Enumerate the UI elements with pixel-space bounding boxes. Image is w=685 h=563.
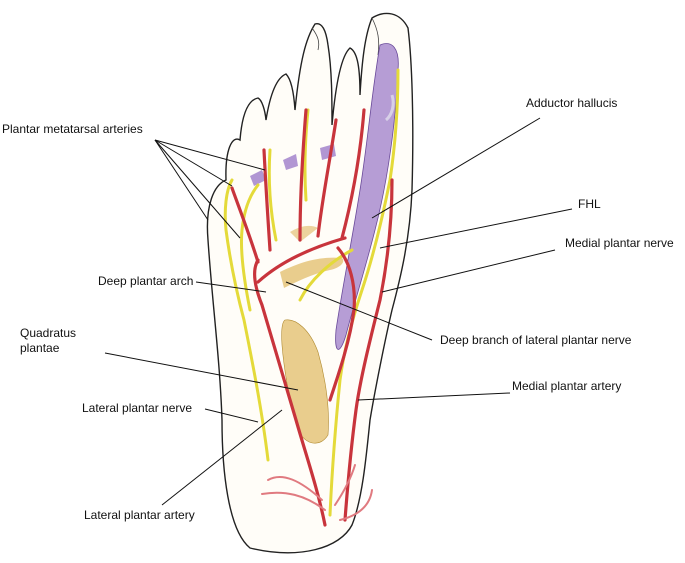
- purple-slip: [283, 154, 298, 170]
- tan-slip: [290, 225, 318, 242]
- toe-line: [311, 27, 320, 51]
- label-plantar-metatarsal-arteries: Plantar metatarsal arteries: [2, 122, 143, 136]
- arteries: [230, 108, 394, 527]
- toe-line: [371, 17, 380, 56]
- label-deep-branch-lateral-plantar-nerve: Deep branch of lateral plantar nerve: [440, 333, 632, 347]
- pointer-lines: [104, 117, 573, 506]
- nerves: [223, 68, 400, 517]
- label-medial-plantar-nerve: Medial plantar nerve: [565, 236, 674, 250]
- heel-branches: [261, 464, 373, 521]
- label-deep-plantar-arch: Deep plantar arch: [98, 274, 194, 288]
- label-lateral-plantar-nerve: Lateral plantar nerve: [82, 401, 193, 415]
- label-quadratus-plantae: Quadratus plantae: [20, 326, 77, 355]
- label-lateral-plantar-artery: Lateral plantar artery: [84, 508, 195, 522]
- purple-slip: [250, 170, 266, 186]
- label-adductor-hallucis: Adductor hallucis: [526, 96, 618, 110]
- label-fhl: FHL: [578, 197, 601, 211]
- muscle-highlight: [384, 94, 395, 122]
- label-medial-plantar-artery: Medial plantar artery: [512, 379, 622, 393]
